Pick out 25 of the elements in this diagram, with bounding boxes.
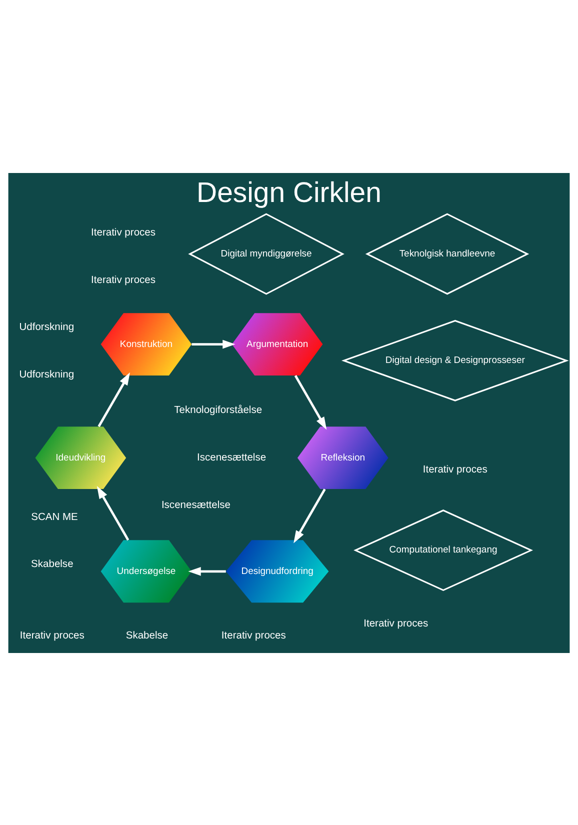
label: Iterativ proces <box>422 464 488 475</box>
arrow <box>294 488 326 543</box>
node-diamond: Digital design & Designprosseser <box>341 319 569 401</box>
diagram-title: Design Cirklen <box>196 176 382 209</box>
label: Iterativ proces <box>91 226 156 238</box>
label: Iscenesættelse <box>197 452 266 464</box>
label: SCAN ME <box>31 511 78 522</box>
label: Skabelse <box>126 630 168 641</box>
node-diamond: Computationel tankegang <box>354 509 534 591</box>
label: Teknologiforståelse <box>174 404 262 416</box>
label: Iterativ proces <box>20 630 84 641</box>
node-diamond: Digital myndiggørelse <box>188 212 344 294</box>
arrow <box>188 566 226 576</box>
arrow <box>98 372 130 427</box>
label: Skabelse <box>31 558 74 570</box>
label: Iscenesættelse <box>161 499 230 510</box>
label: Udforskning <box>19 369 74 380</box>
label: Iterativ proces <box>221 630 286 641</box>
label: Iterativ proces <box>91 274 156 286</box>
arrow <box>294 374 327 430</box>
label: Udforskning <box>19 322 74 333</box>
label: Iterativ proces <box>364 618 428 629</box>
node-diamond: Teknolgisk handleevne <box>365 212 530 294</box>
arrow <box>96 485 130 540</box>
arrow <box>192 339 236 348</box>
